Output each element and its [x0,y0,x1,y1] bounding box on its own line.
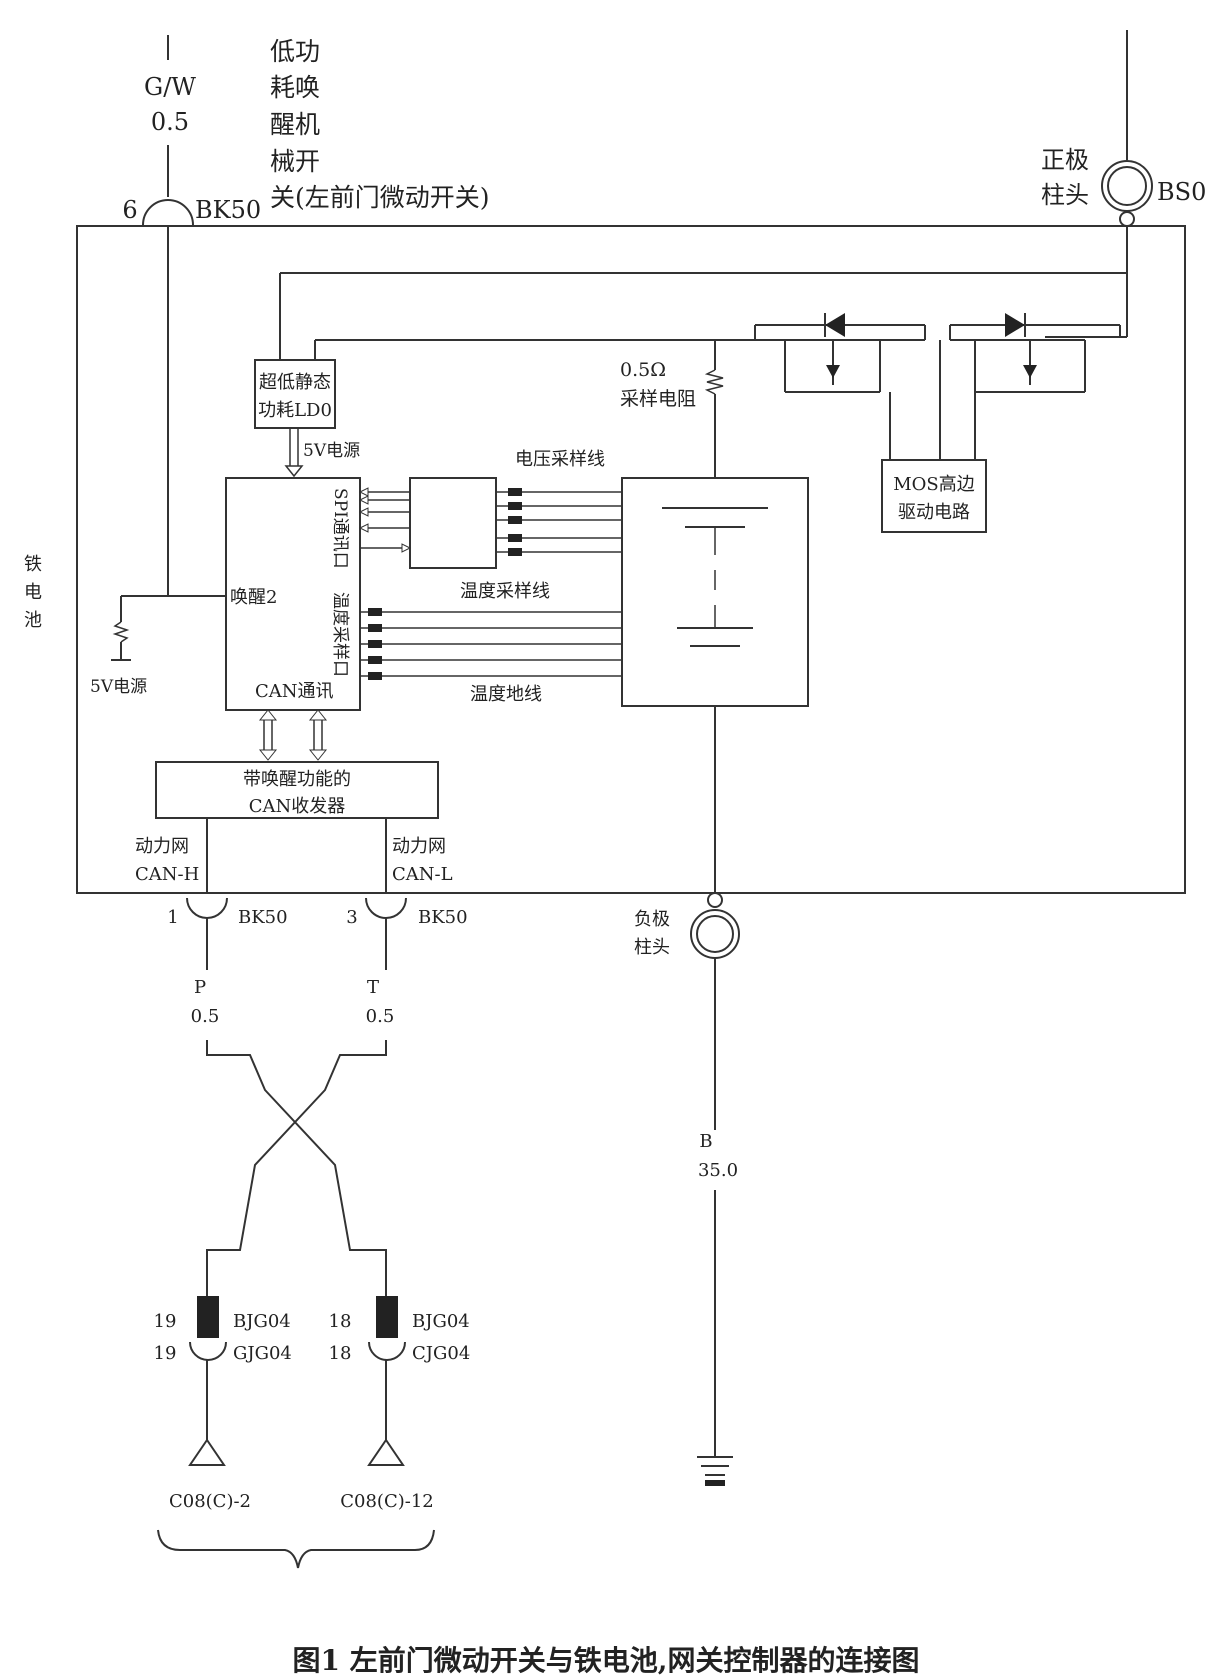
b-size-label: 35.0 [698,1160,738,1181]
positive-post-line-1: 正极 [1041,146,1089,174]
mcu-spi-label: SPI通讯口 [330,488,350,569]
pullup-5v-label: 5V电源 [90,677,147,697]
neg-post-line-1: 负极 [634,909,670,930]
gw-size-label: 0.5 [151,108,189,136]
mcu-can-label: CAN通讯 [255,681,334,702]
bs0-label: BS0 [1157,178,1206,206]
ldo-out-label: 5V电源 [303,441,360,461]
pin3-label: 3 [346,907,357,928]
side-label-2: 电 [24,582,42,603]
internal-wiring [279,272,1127,893]
temp-line-label: 温度采样线 [460,581,550,602]
transceiver-line-2: CAN收发器 [249,796,346,817]
mos-driver-box: MOS高边 驱动电路 [881,459,987,533]
cell-pack [621,477,809,707]
switch-label-line-3: 醒机 [270,110,320,139]
pin18a-label: 18 [329,1311,352,1332]
bjg04-left-label: BJG04 [233,1311,291,1332]
twisted-pair: P 0.5 T 0.5 [191,918,395,1296]
c08-terminals: C08(C)-2 C08(C)-12 [157,1438,435,1569]
switch-label-line-2: 耗唤 [270,73,320,102]
p-size-label: 0.5 [191,1006,220,1027]
mos-line-1: MOS高边 [893,474,975,495]
pin6-label: 6 [122,196,137,224]
c08-12-label: C08(C)-12 [340,1491,433,1512]
t-size-label: 0.5 [366,1006,395,1027]
p-wire-label: P [194,977,206,998]
voltage-line-label: 电压采样线 [515,449,605,470]
pin19a-label: 19 [154,1311,177,1332]
mcu-box: 唤醒2 CAN通讯 SPI通讯口 温度采样口 [225,477,361,711]
battery-side-label: 铁 电 池 [24,554,42,631]
b-wire-label: B [699,1131,712,1152]
pin18b-label: 18 [329,1343,352,1364]
cjg04-right-label: CJG04 [412,1343,470,1364]
can-transceiver-box: 带唤醒功能的 CAN收发器 [155,761,439,819]
isolator-box [409,477,497,569]
side-label-1: 铁 [24,554,42,575]
switch-label: 低功 耗唤 醒机 械开 关(左前门微动开关) [270,37,490,212]
can-h-line-2: CAN-H [135,864,199,885]
battery-enclosure [76,225,1186,894]
bjg04-connectors: 19 19 BJG04 GJG04 18 18 BJG04 CJG04 [154,1296,470,1440]
temp-sense-lines [360,608,622,680]
gw-wire-label: G/W [144,73,196,101]
positive-terminal: 正极 柱头 BS0 [1041,30,1206,337]
can-h-line-1: 动力网 [135,836,189,857]
bk50-connectors: 1 BK50 3 BK50 [167,897,468,928]
spi-lines [358,487,412,553]
mos-line-2: 驱动电路 [898,502,970,523]
negative-terminal: 负极 柱头 B 35.0 [634,892,740,1486]
neg-post-line-2: 柱头 [634,937,670,958]
ldo-box: 超低静态 功耗LD0 5V电源 [254,359,360,478]
transceiver-line-1: 带唤醒功能的 [243,769,351,790]
switch-label-line-4: 械开 [270,147,320,176]
t-wire-label: T [367,977,379,998]
wake-pullup: 5V电源 [90,595,226,697]
cjg04-left-label: GJG04 [233,1343,292,1364]
shunt-value-label: 0.5Ω [620,359,666,381]
side-label-3: 池 [24,610,42,631]
can-l-line-1: 动力网 [392,836,446,857]
wakeup-wire: G/W 0.5 6 BK50 [122,35,261,596]
shunt-name-label: 采样电阻 [620,388,696,410]
ldo-line-1: 超低静态 [259,372,331,393]
bk50-1-label: BK50 [238,907,288,928]
figure-caption: 图1 左前门微动开关与铁电池,网关控制器的连接图 [293,1644,920,1677]
pin19b-label: 19 [154,1343,177,1364]
mcu-temp-label: 温度采样口 [330,592,350,677]
c08-2-label: C08(C)-2 [169,1491,251,1512]
pin1-label: 1 [167,907,178,928]
ldo-line-2: 功耗LD0 [258,400,332,421]
bk50-3-label: BK50 [418,907,468,928]
mcu-wake-label: 唤醒2 [230,587,277,608]
can-arrows [258,709,328,761]
bjg04-right-label: BJG04 [412,1311,470,1332]
switch-label-line-1: 低功 [270,37,320,66]
positive-post-line-2: 柱头 [1041,181,1089,209]
bk50-top-label: BK50 [195,196,261,224]
can-l-line-2: CAN-L [392,864,453,885]
temp-gnd-label: 温度地线 [470,684,542,705]
switch-label-line-5: 关(左前门微动开关) [270,183,490,212]
voltage-sense-lines [496,488,622,556]
